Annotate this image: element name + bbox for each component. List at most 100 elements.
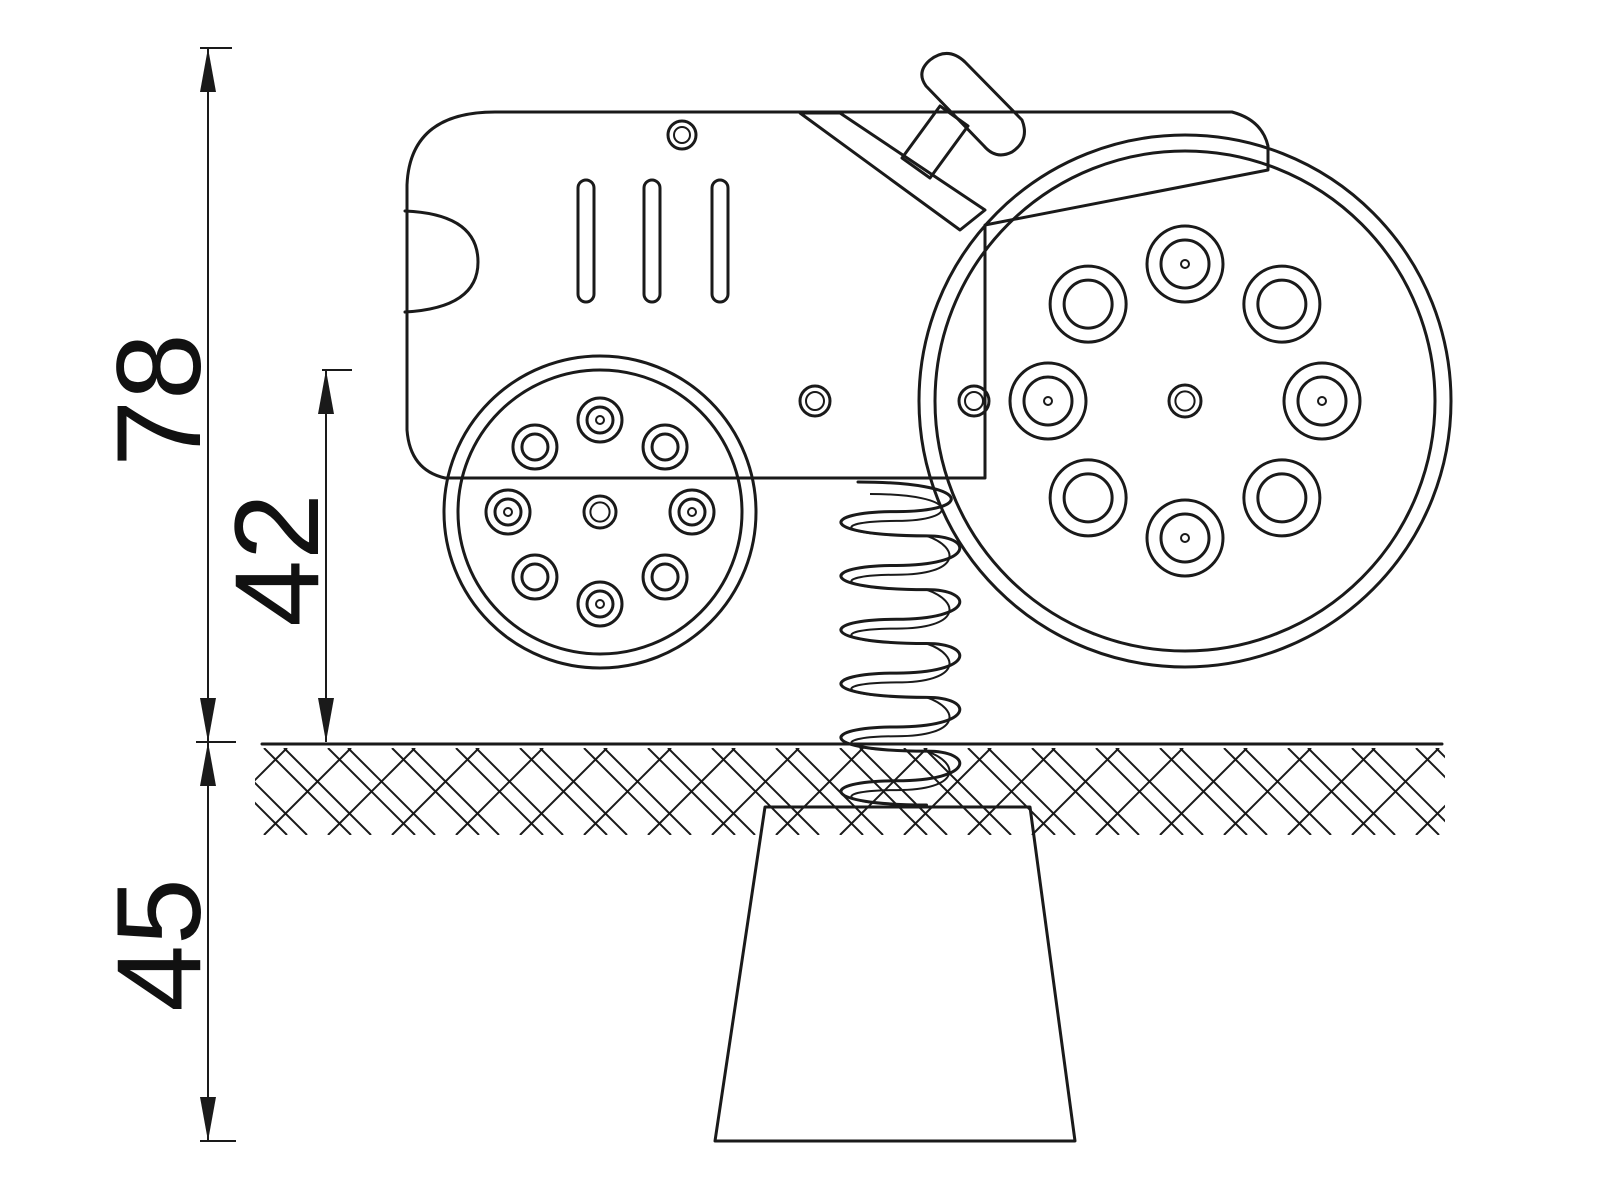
- hatch-line: [1307, 748, 1396, 835]
- lug-nut: [668, 488, 716, 536]
- hub-inner: [1174, 390, 1196, 412]
- dim-arrow-up: [200, 742, 216, 786]
- lug-nut: [1008, 361, 1088, 441]
- rear-wheel: [917, 133, 1453, 669]
- hatch-line: [923, 748, 1012, 835]
- lug-nut: [1048, 458, 1128, 538]
- lug-nut-center: [1043, 396, 1053, 406]
- dimension-footing-depth: 45: [92, 741, 236, 1142]
- hatch-line: [731, 748, 820, 835]
- hatch-line: [263, 748, 352, 835]
- hood-outline: [405, 110, 1270, 480]
- bolt: [666, 119, 698, 151]
- hub: [582, 494, 618, 530]
- hatch-line: [1415, 748, 1445, 779]
- hub-inner: [589, 501, 611, 523]
- lug-nut-inner: [1296, 375, 1348, 427]
- dim-label-42: 42: [210, 493, 344, 626]
- dim-arrow-up: [200, 48, 216, 92]
- hatch-line: [1031, 748, 1120, 835]
- hatch-line: [539, 748, 628, 835]
- hatch-line: [255, 801, 288, 835]
- lug-nut-inner: [1159, 238, 1211, 290]
- hatch-line: [1500, 748, 1587, 835]
- concrete-footing: [713, 805, 1077, 1143]
- lug-nut-inner: [650, 562, 680, 592]
- hatch-line: [391, 748, 480, 835]
- hatch-line: [667, 748, 756, 835]
- dim-label-78: 78: [92, 333, 226, 466]
- hatch-line: [255, 748, 288, 782]
- lug-nut: [1282, 361, 1362, 441]
- hatch-line: [603, 748, 692, 835]
- lug-nut: [1145, 224, 1225, 304]
- bolt: [957, 384, 991, 418]
- hatch-line: [519, 748, 608, 835]
- ground: [255, 742, 1587, 835]
- tractor-body: [403, 110, 1270, 480]
- grille-slot: [576, 178, 596, 304]
- handle-grip: [920, 52, 1026, 157]
- hatch-line: [583, 748, 672, 835]
- hatch-line: [1095, 748, 1184, 835]
- rear-wheel-outer: [917, 133, 1453, 669]
- hatch-line: [1223, 748, 1312, 835]
- hatch-line: [1287, 748, 1376, 835]
- front-wheel-outer: [442, 354, 758, 670]
- lug-nut-inner: [493, 497, 523, 527]
- hatch-line: [903, 748, 992, 835]
- dim-arrow-down: [318, 698, 334, 742]
- hatch-line: [347, 748, 436, 835]
- lug-nut-inner: [520, 432, 550, 462]
- dim-arrow-down: [200, 1097, 216, 1141]
- hatch-line: [859, 748, 948, 835]
- hatch-line: [1415, 804, 1445, 835]
- hatch-line: [839, 748, 928, 835]
- hatch-line: [1480, 748, 1567, 835]
- hatch-line: [283, 748, 372, 835]
- dim-arrow-down: [200, 698, 216, 742]
- lug-nut-center: [1180, 533, 1190, 543]
- hatch-line: [1051, 748, 1140, 835]
- steering-column-brace: [798, 111, 987, 232]
- lug-nut-center: [595, 599, 605, 609]
- ground-hatching: [255, 748, 1587, 835]
- lug-nut-inner: [585, 405, 615, 435]
- dim-arrow-up: [318, 370, 334, 414]
- lug-nut-inner: [677, 497, 707, 527]
- steering-stem: [900, 104, 970, 180]
- lug-nut-center: [1180, 259, 1190, 269]
- hatch-line: [1115, 748, 1204, 835]
- grille-slot: [710, 178, 730, 304]
- lug-nut-inner: [1062, 472, 1114, 524]
- hatch-line: [1351, 748, 1440, 835]
- lug-nut-inner: [650, 432, 680, 462]
- hatch-line: [1243, 748, 1332, 835]
- coil-spring-inner: [850, 493, 951, 806]
- hatch-line: [475, 748, 564, 835]
- lug-nut-center: [1317, 396, 1327, 406]
- bolt-inner: [805, 391, 825, 411]
- hatch-line: [455, 748, 544, 835]
- lug-nut: [1145, 498, 1225, 578]
- hatch-line: [1371, 748, 1445, 823]
- steering-handle: [798, 52, 1026, 232]
- lug-nut: [484, 488, 532, 536]
- grille-slot: [642, 178, 662, 304]
- hatch-line: [647, 748, 736, 835]
- hatch-line: [1179, 748, 1268, 835]
- lug-nut-center: [503, 507, 513, 517]
- bolt-inner: [673, 126, 691, 144]
- lug-nut: [641, 553, 689, 601]
- lug-nut: [1242, 458, 1322, 538]
- lug-nut-inner: [1062, 278, 1114, 330]
- lug-nut-inner: [1256, 278, 1308, 330]
- lug-nut: [511, 553, 559, 601]
- hatch-line: [1435, 748, 1445, 759]
- lug-nut-inner: [1022, 375, 1074, 427]
- hatch-line: [987, 748, 1076, 835]
- lug-nut: [576, 396, 624, 444]
- rear-wheel-rim: [933, 149, 1437, 653]
- lug-nut: [1242, 264, 1322, 344]
- lug-nut: [511, 423, 559, 471]
